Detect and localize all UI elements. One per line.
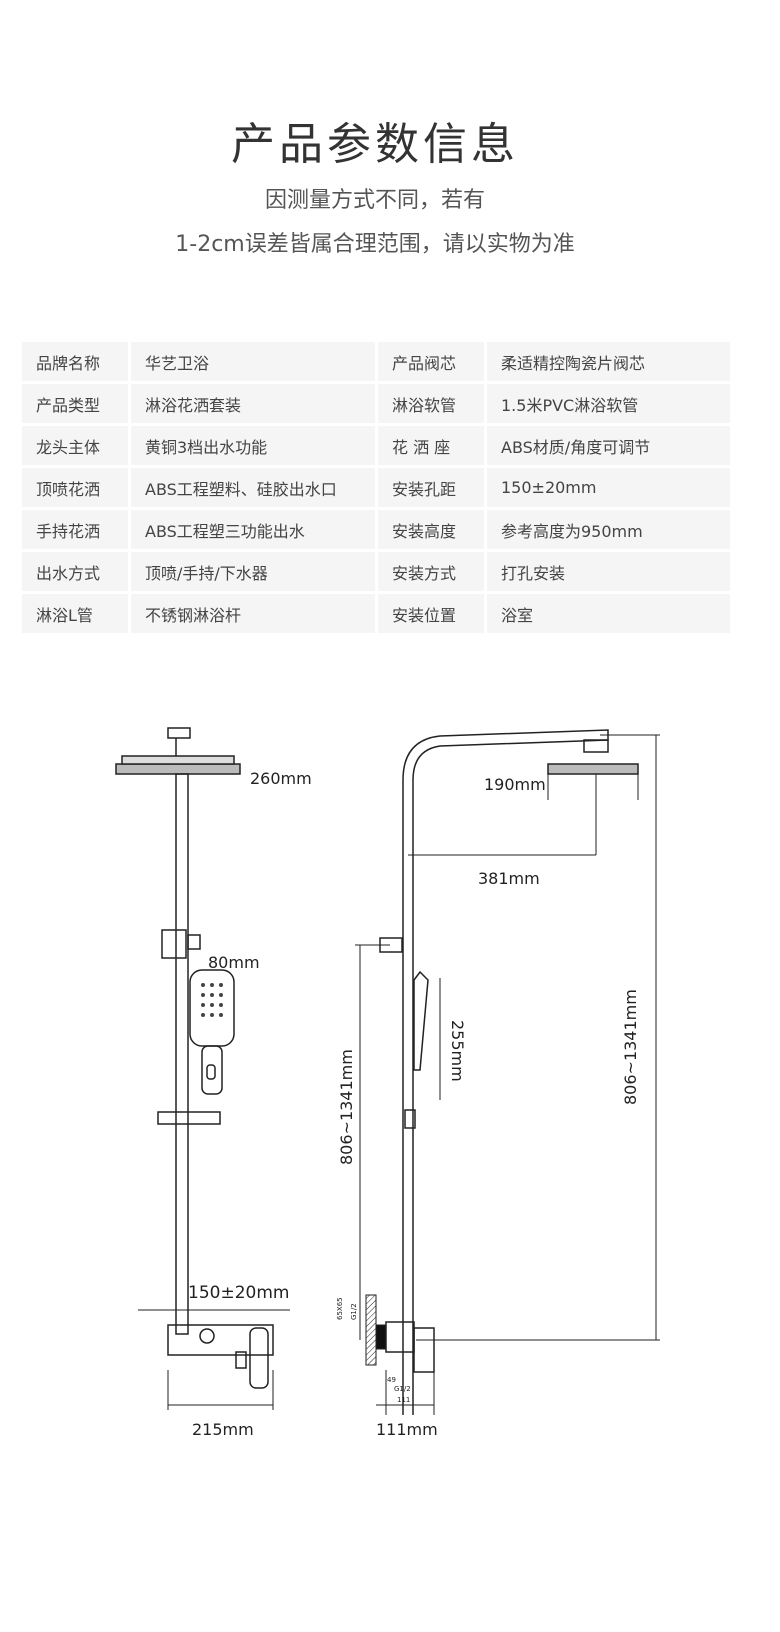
side-small-g12-b: G1/2: [394, 1385, 411, 1393]
subtitle-line-1: 因测量方式不同，若有: [264, 188, 485, 213]
spec-label: 产品类型: [22, 384, 128, 423]
side-small-65x65: 65X65: [336, 1297, 344, 1320]
side-arm: [402, 729, 609, 1415]
side-valve: [413, 1327, 435, 1373]
top-shower-head: [115, 763, 241, 775]
spec-label: 安装孔距: [378, 468, 484, 507]
spec-value: ABS工程塑三功能出水: [131, 510, 375, 549]
hand-holder: [161, 929, 187, 959]
spec-label: 安装位置: [378, 594, 484, 633]
spec-value: 150±20mm: [487, 468, 730, 507]
side-left-height-label: 806~1341mm: [337, 1049, 356, 1165]
spec-label: 安装方式: [378, 552, 484, 591]
front-view: 260mm 80mm 150±20mm 215mm: [115, 727, 312, 1439]
spec-value: ABS材质/角度可调节: [487, 426, 730, 465]
side-right-height-label: 806~1341mm: [621, 989, 640, 1105]
valve-handle: [249, 1327, 269, 1389]
spec-value: 打孔安装: [487, 552, 730, 591]
spec-label: 品牌名称: [22, 342, 128, 381]
spec-row: 品牌名称华艺卫浴产品阀芯柔适精控陶瓷片阀芯: [22, 342, 730, 381]
spec-label: 顶喷花洒: [22, 468, 128, 507]
hand-shower: [189, 969, 235, 1047]
spec-row: 淋浴L管不锈钢淋浴杆安装位置浴室: [22, 594, 730, 633]
side-top-diameter-label: 190mm: [484, 775, 546, 794]
spec-value: 华艺卫浴: [131, 342, 375, 381]
spec-label: 产品阀芯: [378, 342, 484, 381]
spec-label: 龙头主体: [22, 426, 128, 465]
spec-value: 浴室: [487, 594, 730, 633]
spec-value: 黄铜3档出水功能: [131, 426, 375, 465]
spec-value: 参考高度为950mm: [487, 510, 730, 549]
spec-value: 柔适精控陶瓷片阀芯: [487, 342, 730, 381]
spec-label: 花 洒 座: [378, 426, 484, 465]
front-hand-width-label: 80mm: [208, 953, 260, 972]
wall-section: [365, 1294, 377, 1366]
front-hole-distance-label: 150±20mm: [188, 1283, 289, 1303]
spec-label: 安装高度: [378, 510, 484, 549]
mixer-valve: [167, 1324, 274, 1356]
top-connector: [167, 727, 191, 739]
spec-row: 出水方式顶喷/手持/下水器安装方式打孔安装: [22, 552, 730, 591]
spec-value: 淋浴花洒套装: [131, 384, 375, 423]
front-valve-width-label: 215mm: [192, 1420, 254, 1439]
subtitle-line-2: 1-2cm误差皆属合理范围，请以实物为准: [175, 232, 575, 257]
side-hand-length-label: 255mm: [448, 1020, 467, 1082]
spec-label: 手持花洒: [22, 510, 128, 549]
front-top-width-label: 260mm: [250, 769, 312, 788]
spec-label: 出水方式: [22, 552, 128, 591]
dimension-diagram: 260mm 80mm 150±20mm 215mm 190mm 381mm 25…: [115, 727, 660, 1439]
spec-label: 淋浴软管: [378, 384, 484, 423]
side-hand-shower: [413, 970, 429, 1071]
side-view: 190mm 381mm 255mm 806~1341mm 806~1341mm …: [336, 729, 660, 1439]
side-depth-label: 111mm: [376, 1420, 438, 1439]
side-top-shower: [547, 763, 639, 775]
spec-value: 1.5米PVC淋浴软管: [487, 384, 730, 423]
shower-pole: [175, 773, 189, 1335]
page-title: 产品参数信息: [231, 119, 519, 170]
side-small-49: 49: [387, 1376, 396, 1384]
spec-value: 不锈钢淋浴杆: [131, 594, 375, 633]
spec-value: ABS工程塑料、硅胶出水口: [131, 468, 375, 507]
spec-label: 淋浴L管: [22, 594, 128, 633]
soap-tray: [157, 1111, 221, 1125]
spec-value: 顶喷/手持/下水器: [131, 552, 375, 591]
side-small-g12: G1/2: [350, 1303, 358, 1320]
side-arm-length-label: 381mm: [478, 869, 540, 888]
side-small-111: 111: [397, 1396, 410, 1404]
